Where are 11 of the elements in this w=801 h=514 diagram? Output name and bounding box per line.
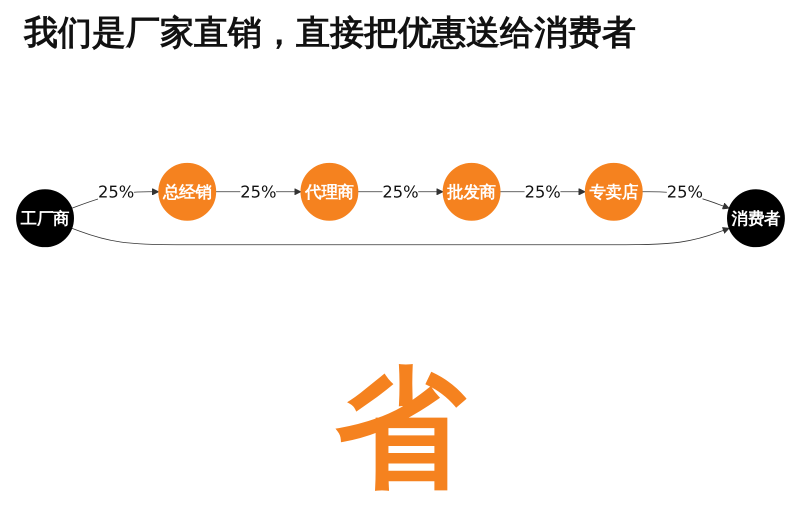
edge-label: 25% [98,182,134,202]
edge-label: 25% [666,182,703,202]
node-circle: 专卖店 [584,162,643,221]
title: 我们是厂家直销，直接把优惠送给消费者 [24,12,636,55]
node-circle: 工厂商 [16,189,74,248]
arrow [71,227,730,246]
edge-label: 25% [382,182,419,202]
edge-label: 25% [524,182,561,202]
large-character: 省 [336,362,466,492]
edge-label: 25% [240,182,276,202]
node-circle: 消费者 [727,189,785,248]
